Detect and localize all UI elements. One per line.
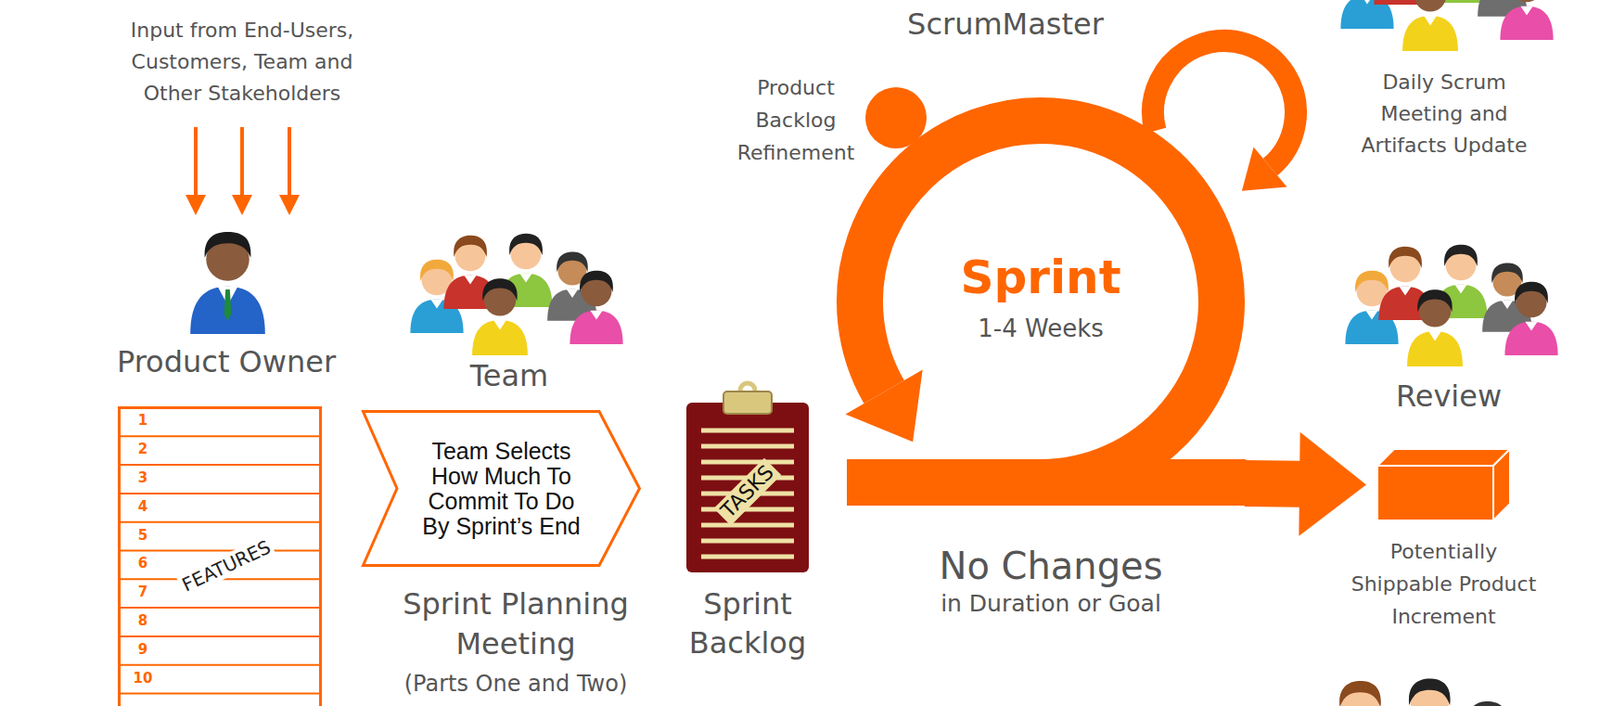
- list-row-line: [119, 550, 321, 552]
- sprint-duration: 1-4 Weeks: [836, 313, 1245, 344]
- role-label: ScrumMaster: [866, 5, 1145, 43]
- task-line: [701, 428, 794, 434]
- product-owner-icon: [190, 231, 266, 334]
- meeting-note: (Parts One and Two): [376, 669, 655, 698]
- input-note: Input from End-Users, Customers, Team an…: [102, 14, 382, 110]
- clipboard-clip: [723, 391, 772, 414]
- node-heading: Potentially Shippable Product Increment: [1339, 535, 1549, 633]
- row-number: 4: [128, 497, 157, 516]
- daily-loop-head: [1241, 147, 1288, 192]
- node-heading: Sprint Backlog: [673, 584, 822, 663]
- arrow-shaft: [287, 127, 292, 199]
- flow-arrow: [1244, 432, 1367, 537]
- stakeholder-icon: [1285, 678, 1551, 706]
- input-arrows: [185, 127, 300, 216]
- box-face: [1377, 465, 1494, 521]
- planning-text: Team Selects How Much To Commit To Do By…: [415, 438, 588, 539]
- row-number: 7: [128, 582, 157, 602]
- list-row-line: [119, 692, 321, 695]
- feature-list: FEATURES: [117, 406, 322, 706]
- arrow-shaft: [1244, 460, 1301, 508]
- list-row-line: [119, 521, 321, 524]
- arrow-head: [231, 194, 253, 216]
- task-line: [701, 444, 794, 449]
- row-number: 1: [128, 410, 157, 430]
- box-face: [1377, 448, 1511, 466]
- rule-label: No Changes: [865, 543, 1237, 589]
- row-number: 9: [128, 640, 157, 659]
- arrow-shaft: [193, 127, 198, 199]
- list-row-line: [119, 606, 321, 609]
- list-row-line: [119, 463, 321, 466]
- team-icon: [409, 233, 623, 356]
- daily-scrum-icon: [1340, 0, 1553, 52]
- box-face: [1493, 448, 1511, 521]
- list-row-line: [119, 492, 321, 495]
- task-line: [701, 523, 794, 528]
- sprint-ring-head: [845, 370, 923, 443]
- role-label: Product Owner: [87, 343, 366, 381]
- row-number: 3: [128, 468, 157, 487]
- activity-label: Product Backlog Refinement: [730, 71, 861, 169]
- arrow-head: [1298, 432, 1367, 537]
- arrow-head: [185, 194, 206, 216]
- review-icon: [1344, 244, 1558, 367]
- arrow-shaft: [240, 127, 244, 199]
- sprint-cycle: Sprint 1-4 Weeks: [836, 97, 1245, 506]
- row-number: 8: [128, 611, 157, 630]
- list-frame: [119, 408, 321, 706]
- list-row-line: [119, 635, 321, 638]
- sprint-backlog: TASKSSprint Backlog: [686, 382, 809, 573]
- activity-label: Daily Scrum Meeting and Artifacts Update: [1342, 66, 1547, 162]
- list-row-line: [119, 435, 321, 437]
- clipboard-board: [686, 402, 809, 573]
- product-increment: Potentially Shippable Product Increment: [1377, 448, 1511, 521]
- row-number: 5: [128, 525, 157, 545]
- list-title: FEATURES: [176, 534, 277, 598]
- arrow-head: [279, 194, 300, 216]
- row-number: 6: [128, 553, 157, 573]
- chevron-outline: [363, 411, 640, 566]
- task-line: [701, 460, 794, 465]
- row-number: 10: [128, 668, 157, 688]
- task-line: [701, 538, 794, 544]
- task-line: [701, 554, 794, 560]
- activity-label: Review: [1356, 377, 1542, 415]
- role-label: Team: [416, 357, 602, 395]
- row-number: 2: [128, 439, 157, 459]
- list-row-line: [119, 664, 321, 666]
- rule-note: in Duration or Goal: [865, 589, 1237, 618]
- meeting-label: Sprint Planning Meeting: [390, 584, 641, 665]
- increment-box: [1377, 448, 1511, 521]
- sprint-title: Sprint: [836, 251, 1245, 304]
- planning-box: Team Selects How Much To Commit To Do By…: [361, 409, 641, 567]
